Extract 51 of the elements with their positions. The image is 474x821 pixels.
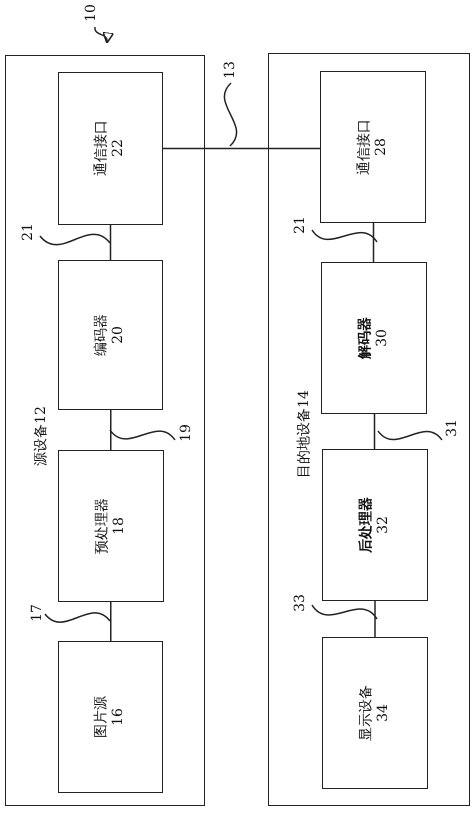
reference-number: 28 xyxy=(372,136,390,158)
reference-number: 32 xyxy=(374,514,392,536)
reference-number: 17 xyxy=(30,604,44,622)
device-frame xyxy=(5,55,205,806)
module-box xyxy=(322,636,428,788)
module-box xyxy=(58,260,162,410)
reference-number: 31 xyxy=(444,418,458,436)
reference-number: 13 xyxy=(223,61,237,79)
connector-line xyxy=(374,414,376,449)
reference-number: 21 xyxy=(20,222,34,240)
frame-title: 源设备12 xyxy=(34,406,48,466)
module-name: 预处理器 xyxy=(94,498,110,554)
leader-line xyxy=(39,234,111,246)
leader-line xyxy=(109,430,176,440)
module-box xyxy=(58,450,164,602)
reference-number: 16 xyxy=(110,706,127,728)
connector-line xyxy=(110,602,112,641)
device-frame xyxy=(268,53,470,806)
leader-line xyxy=(377,430,443,441)
leader-line xyxy=(311,230,378,242)
module-name: 通信接口 xyxy=(93,120,110,176)
connector-line xyxy=(110,225,112,260)
module-box xyxy=(58,640,162,792)
reference-number: 33 xyxy=(292,594,306,612)
connector-line xyxy=(163,148,320,150)
reference-number: 20 xyxy=(110,324,127,346)
module-name: 通信接口 xyxy=(356,118,372,174)
reference-number: 19 xyxy=(178,424,192,442)
reference-number: 21 xyxy=(292,216,306,234)
leader-line xyxy=(44,612,111,623)
leader-line xyxy=(311,604,378,620)
reference-number: 10 xyxy=(84,4,98,22)
module-name: 后处理器 xyxy=(358,496,374,552)
connector-line xyxy=(372,223,374,262)
module-name: 解码器 xyxy=(356,316,374,358)
module-box xyxy=(320,70,426,222)
module-box xyxy=(58,72,162,224)
reference-number: 18 xyxy=(110,516,128,536)
module-box xyxy=(322,448,428,600)
module-name: 图片源 xyxy=(93,696,110,738)
connector-line xyxy=(374,601,376,637)
leader-line xyxy=(94,27,114,44)
module-name: 编码器 xyxy=(93,314,110,356)
module-name: 显示设备 xyxy=(358,684,374,740)
reference-number: 34 xyxy=(374,702,392,724)
reference-number: 30 xyxy=(374,328,390,348)
connector-line xyxy=(110,410,112,450)
module-box xyxy=(320,262,426,414)
leader-line xyxy=(224,82,238,146)
frame-title: 目的地设备14 xyxy=(297,390,311,478)
reference-number: 22 xyxy=(110,138,127,159)
